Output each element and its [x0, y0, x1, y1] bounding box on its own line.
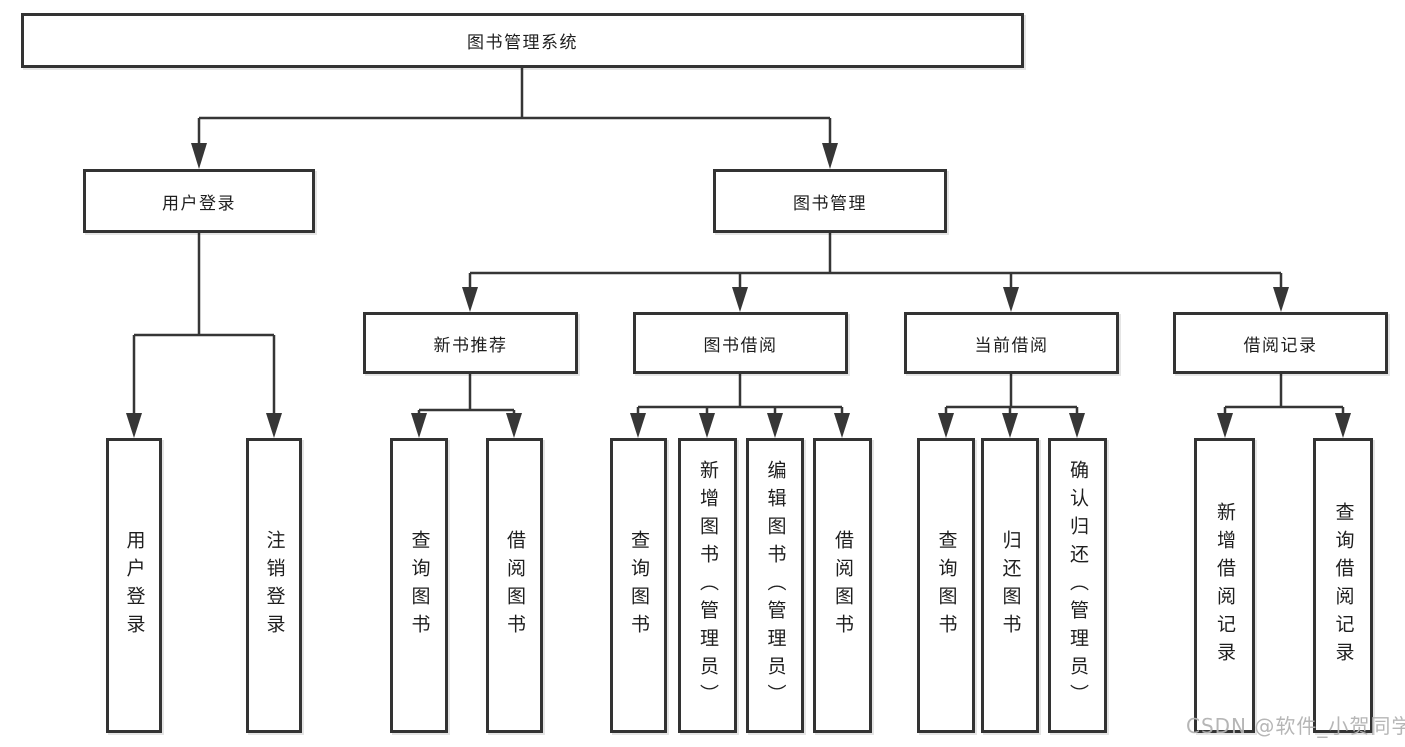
node-user-login: 用户登录 — [83, 169, 315, 233]
leaf-records-query-record-label: 查询借阅记录 — [1332, 501, 1355, 670]
leaf-current-query-book-label: 查询图书 — [935, 529, 958, 642]
leaf-borrow-borrow-book: 借阅图书 — [813, 438, 872, 733]
node-root: 图书管理系统 — [21, 13, 1024, 68]
leaf-current-return-book-label: 归还图书 — [999, 529, 1022, 642]
leaf-borrow-query-book-label: 查询图书 — [628, 529, 650, 642]
leaf-logout: 注销登录 — [246, 438, 302, 733]
leaf-recommend-borrow-book-label: 借阅图书 — [504, 529, 526, 642]
leaf-current-return-book: 归还图书 — [981, 438, 1039, 733]
leaf-current-query-book: 查询图书 — [917, 438, 975, 733]
node-current-borrow-label: 当前借阅 — [974, 335, 1049, 356]
node-book-borrow-label: 图书借阅 — [703, 335, 778, 356]
leaf-current-confirm-return-label: 确认归还（管理员） — [1067, 459, 1089, 712]
node-user-login-label: 用户登录 — [162, 193, 236, 214]
node-book-management-label: 图书管理 — [793, 193, 867, 214]
leaf-borrow-edit-book-label: 编辑图书（管理员） — [764, 459, 787, 712]
node-current-borrow: 当前借阅 — [904, 312, 1119, 374]
node-borrow-records-label: 借阅记录 — [1243, 335, 1318, 356]
node-new-book-recommend: 新书推荐 — [363, 312, 578, 374]
leaf-recommend-query-book: 查询图书 — [390, 438, 448, 733]
leaf-user-login-label: 用户登录 — [123, 529, 146, 642]
leaf-borrow-query-book: 查询图书 — [610, 438, 667, 733]
leaf-current-confirm-return: 确认归还（管理员） — [1048, 438, 1107, 733]
leaf-records-add-record: 新增借阅记录 — [1194, 438, 1255, 733]
leaf-logout-label: 注销登录 — [263, 529, 286, 642]
leaf-user-login: 用户登录 — [106, 438, 162, 733]
csdn-watermark: CSDN @软件_小贺同学 — [1186, 714, 1405, 738]
leaf-borrow-edit-book: 编辑图书（管理员） — [746, 438, 804, 733]
leaf-recommend-query-book-label: 查询图书 — [408, 529, 431, 642]
leaf-borrow-add-book-label: 新增图书（管理员） — [697, 459, 719, 712]
leaf-records-query-record: 查询借阅记录 — [1313, 438, 1373, 733]
node-borrow-records: 借阅记录 — [1173, 312, 1388, 374]
node-book-management: 图书管理 — [713, 169, 947, 233]
leaf-recommend-borrow-book: 借阅图书 — [486, 438, 543, 733]
node-book-borrow: 图书借阅 — [633, 312, 848, 374]
node-root-label: 图书管理系统 — [467, 33, 578, 53]
leaf-borrow-add-book: 新增图书（管理员） — [678, 438, 737, 733]
node-new-book-recommend-label: 新书推荐 — [433, 335, 508, 356]
leaf-borrow-borrow-book-label: 借阅图书 — [832, 529, 854, 642]
leaf-records-add-record-label: 新增借阅记录 — [1214, 501, 1236, 670]
